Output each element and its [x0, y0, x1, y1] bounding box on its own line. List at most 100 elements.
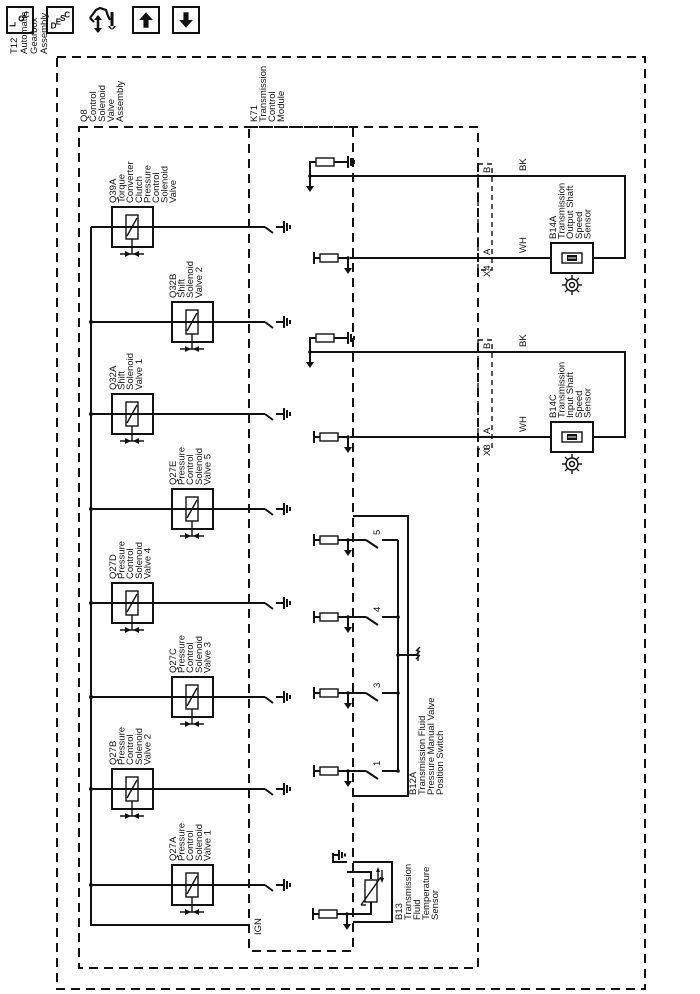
description-icon: D E S C — [51, 10, 71, 30]
desc-button[interactable]: D E S C — [46, 6, 74, 34]
svg-text:B13: B13 — [394, 903, 405, 920]
up-button[interactable] — [132, 6, 160, 34]
svg-text:E: E — [56, 17, 62, 26]
switch-contact — [365, 539, 379, 549]
b12a-label: B12A Transmission Fluid Pressure Manual … — [408, 697, 446, 795]
solenoid-rows: Q39ATorqueConverterClutchPressureControl… — [89, 161, 291, 916]
svg-text:Solenoid: Solenoid — [160, 166, 171, 203]
svg-text:Assembly: Assembly — [115, 81, 126, 122]
svg-text:Speed: Speed — [574, 391, 585, 418]
svg-text:Control: Control — [185, 454, 196, 485]
svg-text:Control: Control — [125, 734, 136, 765]
ground-icon — [275, 782, 291, 796]
svg-text:B14A: B14A — [548, 215, 559, 239]
svg-text:Transmission: Transmission — [557, 362, 568, 418]
svg-text:Fluid: Fluid — [412, 899, 423, 920]
svg-text:Input Shaft: Input Shaft — [565, 372, 576, 418]
svg-text:Pressure: Pressure — [177, 823, 188, 861]
svg-text:A: A — [482, 248, 493, 255]
ground-icon — [339, 155, 355, 169]
svg-text:Transmission: Transmission — [258, 66, 269, 122]
svg-text:B: B — [482, 343, 493, 349]
svg-text:Valve 5: Valve 5 — [202, 454, 213, 485]
t12-label: T12 Automatic Gearbox Assembly — [9, 12, 50, 54]
pullup-resistor-icon — [313, 430, 353, 454]
pullup-resistor-icon — [313, 251, 353, 275]
driver-switch — [264, 884, 274, 892]
b13-label: B13 Transmission Fluid Temperature Senso… — [394, 864, 441, 920]
pullup-resistor-icon — [313, 686, 353, 710]
pullup-resistor-icon — [313, 764, 353, 788]
svg-text:C: C — [64, 10, 70, 19]
ground-icon — [275, 690, 291, 704]
svg-text:Solenoid: Solenoid — [185, 261, 196, 298]
svg-text:Output Shaft: Output Shaft — [565, 185, 576, 239]
svg-text:Solenoid: Solenoid — [125, 353, 136, 390]
switch-position-5: 5 — [313, 530, 398, 557]
connector-wrench-icon — [89, 6, 116, 33]
svg-text:Gearbox: Gearbox — [29, 17, 40, 54]
svg-text:Automatic: Automatic — [19, 12, 30, 54]
solenoid-label: Q39ATorqueConverterClutchPressureControl… — [108, 161, 179, 203]
svg-text:Valve 1: Valve 1 — [134, 359, 145, 390]
q8-assembly-boundary — [78, 126, 479, 969]
svg-text:Pressure: Pressure — [177, 635, 188, 673]
svg-text:Sensor: Sensor — [430, 890, 441, 920]
ground-icon — [275, 407, 291, 421]
svg-text:Control: Control — [151, 172, 162, 203]
svg-text:Position Switch: Position Switch — [435, 731, 446, 795]
svg-text:Temperature: Temperature — [421, 867, 432, 920]
svg-text:A: A — [482, 427, 493, 434]
driver-switch — [264, 226, 274, 234]
toolbar: L O C D E S C — [6, 5, 200, 35]
svg-text:Solenoid: Solenoid — [134, 542, 145, 579]
svg-text:Solenoid: Solenoid — [194, 824, 205, 861]
pullup-resistor-icon — [313, 610, 353, 634]
svg-text:Q27E: Q27E — [168, 461, 179, 485]
svg-text:T12: T12 — [9, 38, 20, 54]
arrow-down-icon — [179, 12, 193, 28]
svg-text:Valve 4: Valve 4 — [142, 548, 153, 579]
down-button[interactable] — [172, 6, 200, 34]
connector-button[interactable] — [86, 6, 120, 34]
svg-text:X4: X4 — [482, 265, 493, 277]
svg-text:Q8: Q8 — [79, 109, 90, 122]
svg-text:Torque: Torque — [117, 174, 128, 203]
svg-text:L: L — [9, 22, 18, 27]
driver-switch — [264, 413, 274, 421]
speed-sensor-icon — [550, 421, 594, 453]
loc-button[interactable]: L O C — [6, 6, 34, 34]
svg-text:Solenoid: Solenoid — [194, 448, 205, 485]
svg-text:X3: X3 — [482, 444, 493, 456]
svg-text:Pressure: Pressure — [117, 541, 128, 579]
svg-text:Clutch: Clutch — [134, 176, 145, 203]
solenoid-coil-icon — [111, 768, 154, 820]
b13-temperature-sensor: B13 Transmission Fluid Temperature Senso… — [312, 850, 441, 931]
svg-text:Valve: Valve — [168, 180, 179, 203]
svg-text:Pressure Manual Valve: Pressure Manual Valve — [426, 697, 437, 795]
connector-x3 — [477, 339, 493, 450]
switch-position-1: 1 — [313, 761, 400, 788]
svg-text:Q27D: Q27D — [108, 554, 119, 579]
svg-text:Shift: Shift — [117, 371, 128, 390]
svg-text:Module: Module — [276, 91, 287, 122]
svg-text:Speed: Speed — [574, 212, 585, 239]
ground-icon — [275, 878, 291, 892]
svg-text:Control: Control — [267, 91, 278, 122]
driver-switch — [264, 788, 274, 796]
svg-text:Q27A: Q27A — [168, 836, 179, 861]
svg-text:Valve 2: Valve 2 — [142, 734, 153, 765]
